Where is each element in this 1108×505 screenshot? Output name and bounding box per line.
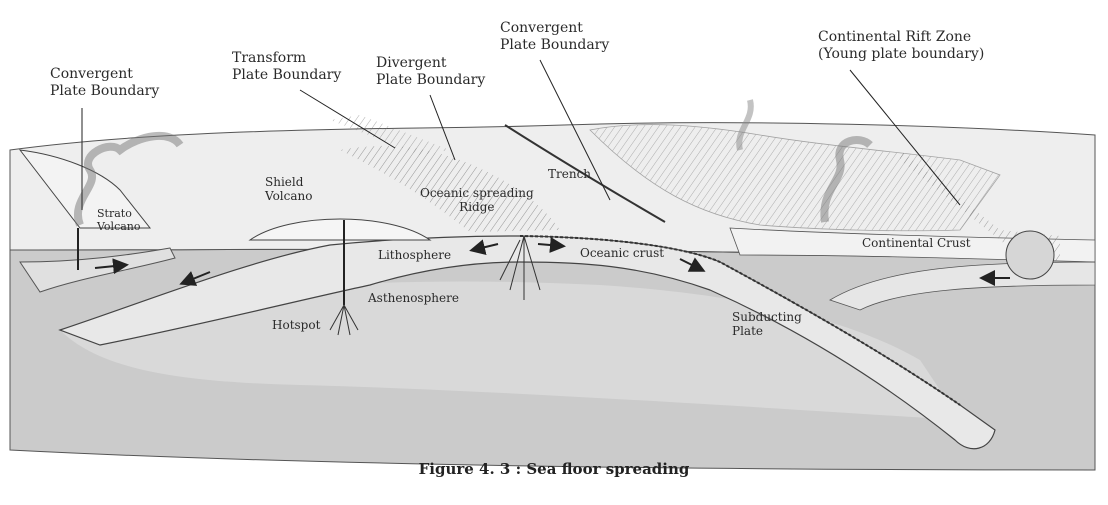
continental-mountains (589, 124, 1001, 232)
label-convergent-left: Convergent Plate Boundary (50, 66, 159, 100)
label-convergent-right: Convergent Plate Boundary (500, 20, 609, 54)
label-subducting-plate: Subducting Plate (732, 310, 802, 338)
label-subducting-line1: Subducting (732, 310, 802, 324)
label-strato-volcano: Strato Volcano (97, 207, 141, 233)
leader-convergent-right (539, 59, 611, 201)
label-shield-line1: Shield (265, 175, 304, 189)
label-oceanic-crust: Oceanic crust (580, 246, 665, 260)
left-subducting-slab (19, 247, 176, 293)
transform-zone (330, 115, 450, 155)
mountain-smoke (736, 99, 754, 151)
strato-smoke (74, 131, 184, 227)
label-ridge-line2: Ridge (459, 200, 495, 214)
label-convergent-left-line1: Convergent (50, 66, 133, 82)
shield-volcano-shape (248, 218, 432, 241)
label-continental-crust: Continental Crust (862, 236, 971, 250)
label-divergent: Divergent Plate Boundary (376, 55, 485, 89)
label-transform-line2: Plate Boundary (232, 67, 342, 83)
leader-transform (299, 89, 396, 149)
label-transform: Transform Plate Boundary (232, 50, 341, 84)
arrow-oceanic-crust (679, 257, 706, 272)
rift-smoke (820, 136, 873, 223)
label-rift-line2: (Young plate boundary) (818, 46, 985, 62)
label-strato-line1: Strato (97, 207, 132, 220)
arrow-left-plate (179, 271, 211, 286)
figure-caption: Figure 4. 3 : Sea floor spreading (418, 460, 690, 478)
leader-rift (849, 69, 961, 206)
hotspot-roots (329, 303, 359, 336)
label-divergent-line2: Plate Boundary (376, 72, 486, 88)
label-lithosphere: Lithosphere (378, 248, 452, 262)
label-ridge-line1: Oceanic spreading (420, 186, 534, 200)
label-rift-line1: Continental Rift Zone (818, 29, 972, 45)
ridge-magma (499, 235, 541, 300)
label-transform-line1: Transform (232, 50, 307, 66)
rift-magma-bulb (1005, 230, 1055, 280)
arrow-ridge-right (537, 237, 566, 253)
label-oceanic-ridge: Oceanic spreading Ridge (420, 186, 534, 214)
trench-line (504, 124, 666, 223)
arrow-ridge-left (469, 239, 499, 255)
label-convergent-left-line2: Plate Boundary (50, 83, 160, 99)
label-strato-line2: Volcano (97, 220, 141, 233)
continental-crust-band (729, 227, 1096, 263)
label-trench: Trench (548, 167, 592, 181)
label-convergent-right-line1: Convergent (500, 20, 583, 36)
spreading-ridge (340, 145, 560, 232)
label-rift: Continental Rift Zone (Young plate bound… (818, 29, 984, 63)
label-hotspot: Hotspot (272, 318, 321, 332)
arrow-left-subduction (94, 258, 129, 275)
label-shield-line2: Volcano (265, 189, 313, 203)
label-subducting-line2: Plate (732, 324, 763, 338)
subducting-plate-edge (519, 235, 961, 406)
label-divergent-line1: Divergent (376, 55, 447, 71)
asthenosphere-zone (60, 281, 960, 420)
leader-divergent (429, 94, 456, 161)
label-shield-volcano: Shield Volcano (265, 175, 312, 203)
label-asthenosphere: Asthenosphere (368, 291, 459, 305)
label-convergent-right-line2: Plate Boundary (500, 37, 610, 53)
